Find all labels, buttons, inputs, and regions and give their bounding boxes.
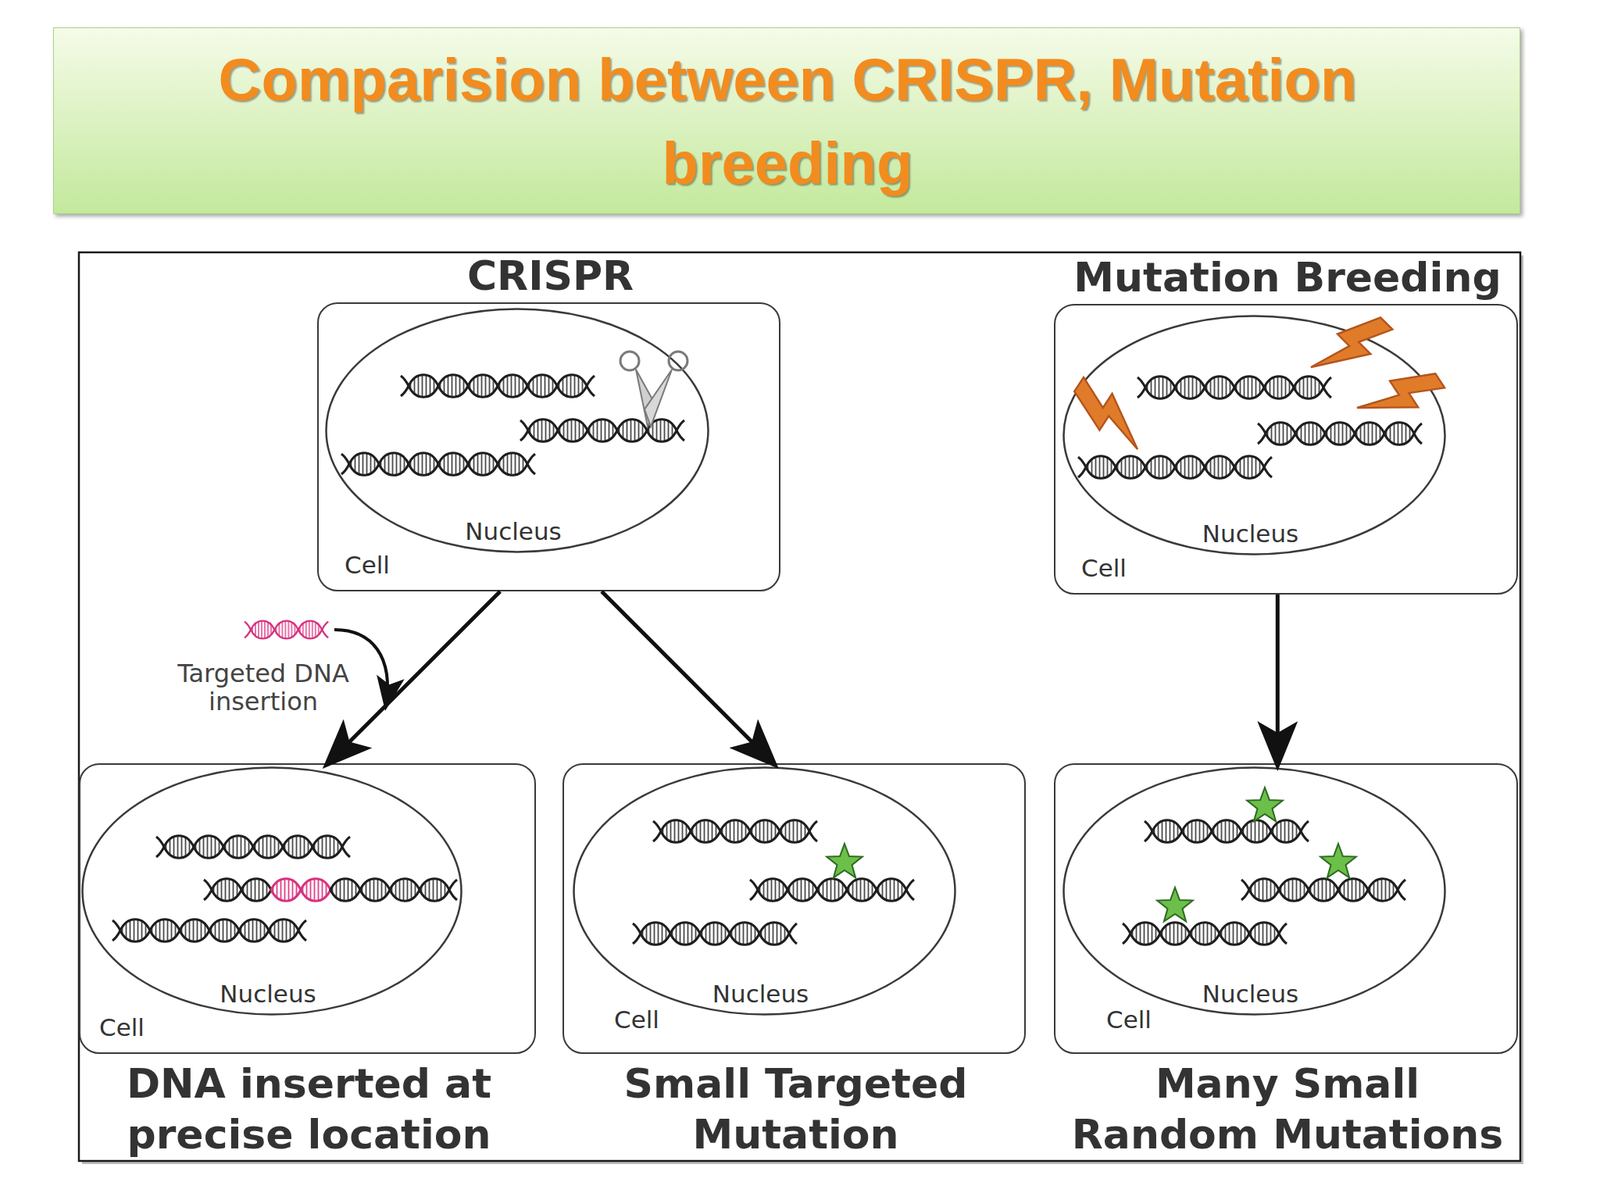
nucleus-outline xyxy=(325,307,710,554)
nucleus-ellipse: Nucleus xyxy=(325,307,710,554)
dna-helix xyxy=(156,835,350,859)
nucleus-outline xyxy=(574,767,956,1015)
mutation-star xyxy=(1320,843,1357,878)
result-caption: DNA inserted at precise location xyxy=(84,1058,534,1161)
nucleus-label: Nucleus xyxy=(1054,519,1447,548)
scissor-handle xyxy=(620,351,640,371)
result-caption: Small Targeted Mutation xyxy=(571,1058,1021,1161)
dna-helix-with-insert xyxy=(203,878,458,902)
nucleus-label: Nucleus xyxy=(73,979,463,1008)
scissor-blade xyxy=(644,369,672,427)
nucleus-outline xyxy=(326,309,709,553)
dna-helix xyxy=(653,820,818,843)
dna-helix xyxy=(750,878,915,902)
title-band: Comparision between CRISPR, Mutation bre… xyxy=(53,27,1521,215)
radiation-bolt xyxy=(1354,357,1447,436)
cell-label: Cell xyxy=(1106,1005,1152,1034)
insert-arrow xyxy=(334,629,388,707)
dna-helix xyxy=(1144,820,1309,843)
cell-box: CellDNA inserted at precise locationNucl… xyxy=(78,763,536,1054)
nucleus-label: Nucleus xyxy=(1054,979,1447,1008)
dna-helix xyxy=(1137,376,1332,400)
dna-helix xyxy=(341,453,536,476)
edge-group xyxy=(328,591,1278,764)
dna-helix xyxy=(1241,878,1406,902)
radiation-bolt xyxy=(1064,375,1156,454)
scissors-icon xyxy=(620,351,688,427)
nucleus-ellipse: Nucleus xyxy=(1062,314,1447,556)
process-arrow xyxy=(601,591,774,764)
cell-box: CellMany Small Random MutationsNucleus xyxy=(1053,763,1518,1054)
insert-dna xyxy=(244,621,329,640)
nucleus-ellipse: Nucleus xyxy=(81,766,463,1016)
dna-helix xyxy=(1122,922,1287,946)
scissor-blade xyxy=(635,369,657,427)
nucleus-label: Nucleus xyxy=(564,979,957,1008)
mutation-star xyxy=(1157,887,1193,922)
nucleus-outline xyxy=(572,766,957,1016)
scissor-handle xyxy=(668,351,688,371)
process-arrow xyxy=(328,591,500,764)
nucleus-ellipse: Nucleus xyxy=(1062,766,1447,1016)
nucleus-outline xyxy=(1062,314,1447,556)
nucleus-outline xyxy=(82,767,462,1015)
method-heading: Mutation Breeding xyxy=(938,257,1600,298)
cell-box: CRISPRCellNucleus xyxy=(317,302,781,592)
nucleus-outline xyxy=(1064,316,1446,555)
nucleus-outline xyxy=(1064,767,1446,1015)
nucleus-label: Nucleus xyxy=(317,517,710,546)
mutation-star xyxy=(1246,787,1283,822)
result-caption: Many Small Random Mutations xyxy=(1063,1058,1513,1161)
method-heading: CRISPR xyxy=(201,255,900,297)
annotation-label: Targeted DNA insertion xyxy=(146,659,381,716)
dna-helix xyxy=(400,375,595,398)
nucleus-outline xyxy=(1062,766,1447,1016)
dna-helix xyxy=(1078,456,1272,479)
process-arrow xyxy=(1275,594,1280,764)
dna-helix xyxy=(632,922,797,946)
cell-label: Cell xyxy=(99,1013,145,1042)
dna-helix xyxy=(1257,422,1422,446)
cell-label: Cell xyxy=(1081,553,1127,583)
outer-frame xyxy=(78,252,1521,1161)
title-text: Comparision between CRISPR, Mutation bre… xyxy=(162,37,1413,205)
cell-label: Cell xyxy=(614,1005,660,1034)
cell-label: Cell xyxy=(344,550,390,579)
nucleus-ellipse: Nucleus xyxy=(572,766,957,1016)
cell-box: CellSmall Targeted MutationNucleus xyxy=(562,763,1026,1054)
mutation-star xyxy=(826,843,863,878)
nucleus-outline xyxy=(81,766,463,1016)
cell-box: Mutation BreedingCellNucleus xyxy=(1053,303,1518,595)
dna-helix xyxy=(112,919,307,943)
radiation-bolt xyxy=(1307,303,1394,390)
dna-helix xyxy=(520,419,685,443)
